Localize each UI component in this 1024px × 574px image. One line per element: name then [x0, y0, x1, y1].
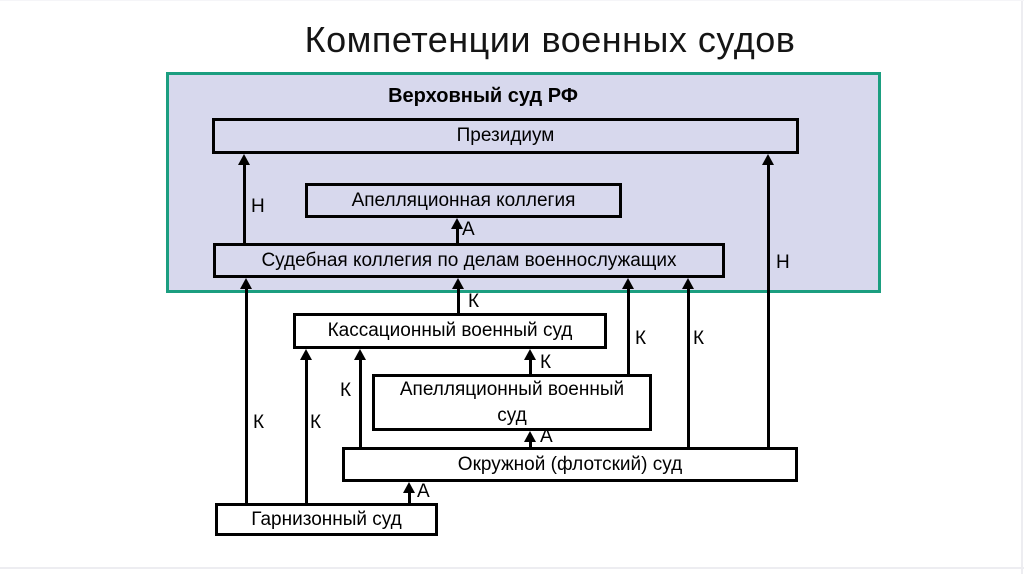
arrow-head-district-to-cassation: [354, 349, 366, 360]
arrow-head-district-to-appellate-military: [524, 431, 536, 442]
arrow-line-collegium-to-presidium: [243, 163, 246, 243]
arrow-line-garrison-to-collegium: [245, 287, 248, 503]
box-military-collegium: Судебная коллегия по делам военнослужащи…: [213, 243, 725, 278]
arrow-line-garrison-to-district: [408, 491, 411, 503]
edge-label-garrison-to-collegium: К: [253, 412, 265, 433]
arrow-head-appellate-military-to-collegium: [622, 278, 634, 289]
arrow-line-district-to-appellate-military: [529, 440, 532, 447]
arrow-line-appellate-military-to-collegium: [627, 287, 630, 374]
arrow-head-collegium-to-presidium: [238, 154, 250, 165]
arrow-head-collegium-to-appellate-collegium: [451, 218, 463, 229]
box-district-fleet-court: Окружной (флотский) суд: [342, 447, 798, 482]
arrow-line-garrison-to-cassation: [305, 358, 308, 503]
slide-edge-right: [1021, 0, 1023, 574]
edge-label-nadzor-left: Н: [251, 196, 265, 217]
box-appellate-military-court: Апелляционный военный суд: [372, 374, 652, 431]
arrow-line-district-to-cassation: [359, 358, 362, 447]
page-title: Компетенции военных судов: [304, 19, 796, 60]
edge-label-garrison-to-cassation: К: [310, 412, 322, 433]
edge-label-district-to-cassation: К: [340, 380, 352, 401]
arrow-line-cassation-to-collegium: [457, 287, 460, 313]
arrow-head-appellate-military-to-cassation: [524, 349, 536, 360]
edge-label-cassation-up: К: [468, 291, 480, 312]
supreme-court-group-heading: Верховный суд РФ: [388, 85, 578, 107]
arrow-head-garrison-to-cassation: [300, 349, 312, 360]
arrow-head-garrison-to-district: [403, 482, 415, 493]
arrow-head-district-to-collegium: [682, 278, 694, 289]
box-presidium: Президиум: [212, 118, 799, 154]
arrow-line-district-to-collegium: [687, 287, 690, 447]
arrow-line-district-to-presidium: [767, 163, 770, 447]
edge-label-appeal-collegium: А: [462, 219, 475, 240]
arrow-head-cassation-to-collegium: [452, 278, 464, 289]
edge-label-district-to-appellate: А: [540, 426, 553, 447]
edge-label-district-to-collegium: К: [693, 328, 705, 349]
slide-edge-bottom: [0, 567, 1024, 569]
arrow-head-district-to-presidium: [762, 154, 774, 165]
arrow-head-garrison-to-collegium: [240, 278, 252, 289]
box-garrison-court: Гарнизонный суд: [215, 503, 438, 536]
edge-label-appellate-to-cassation: К: [540, 352, 552, 373]
slide-edge-top: [0, 0, 1024, 1]
edge-label-garrison-to-district: А: [417, 481, 430, 502]
box-appellate-collegium: Апелляционная коллегия: [305, 183, 622, 218]
arrow-line-appellate-military-to-cassation: [529, 358, 532, 374]
box-cassation-military-court: Кассационный военный суд: [293, 313, 607, 349]
edge-label-appellate-to-collegium: К: [635, 328, 647, 349]
arrow-line-collegium-to-appellate-collegium: [456, 227, 459, 243]
edge-label-nadzor-right: Н: [776, 252, 790, 273]
